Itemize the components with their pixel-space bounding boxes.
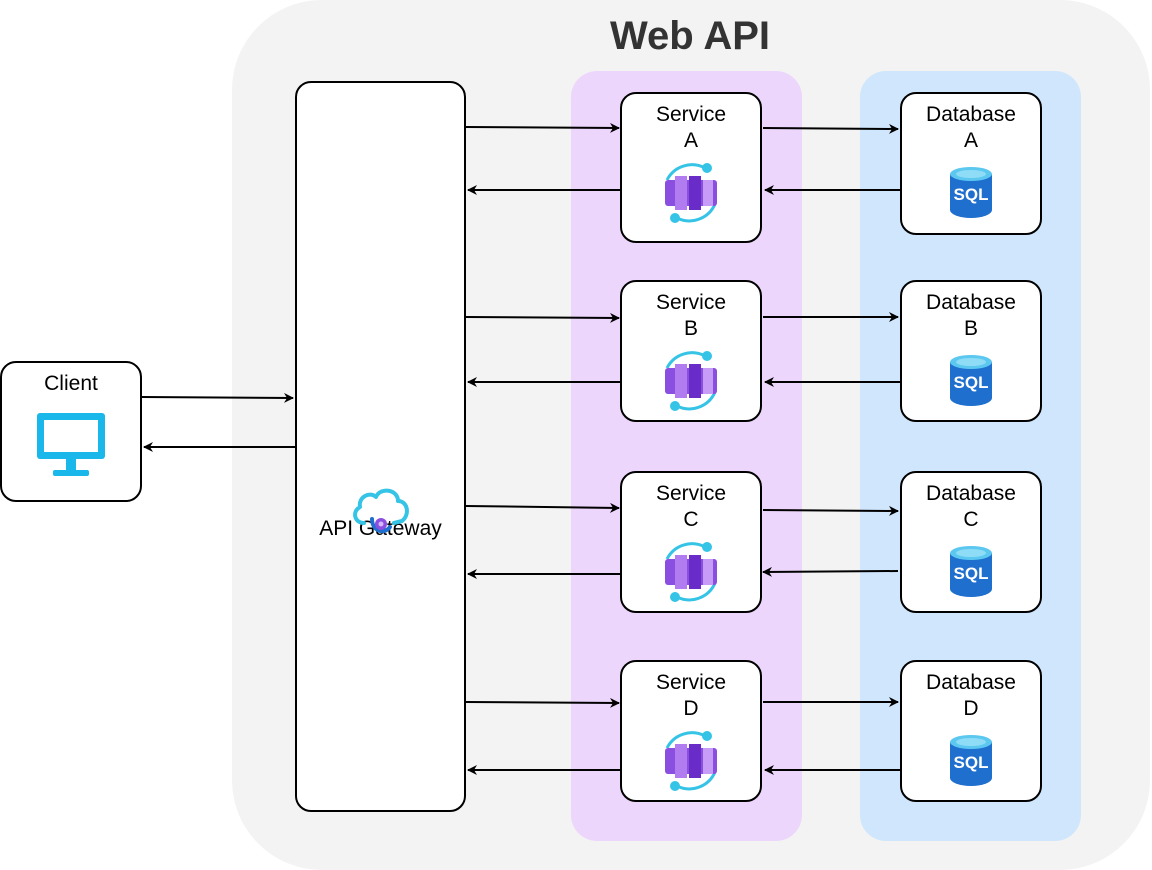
database-b-letter: B	[963, 317, 978, 340]
database-c-letter: C	[963, 508, 979, 531]
client-label: Client	[44, 372, 98, 395]
client-node[interactable]: Client	[0, 361, 142, 502]
arrow-gateway-to-service-c	[465, 502, 620, 513]
container-app-icon	[665, 731, 717, 791]
service-c-label: Service	[655, 482, 727, 505]
database-a-node[interactable]: Database A SQL	[900, 92, 1042, 235]
service-a-node[interactable]: Service A	[620, 92, 762, 243]
container-app-icon	[665, 542, 717, 602]
sql-icon-text: SQL	[953, 753, 989, 772]
database-b-node[interactable]: Database B SQL	[900, 280, 1042, 422]
sql-database-icon: SQL	[948, 166, 994, 218]
container-app-icon	[665, 351, 717, 411]
api-management-cloud-icon	[352, 488, 409, 534]
arrow-client-to-gateway	[141, 392, 294, 403]
web-api-title: Web API	[609, 14, 771, 58]
service-c-node[interactable]: Service C	[620, 471, 762, 613]
service-b-label: Service	[655, 291, 727, 314]
sql-database-icon: SQL	[948, 354, 994, 406]
service-d-node[interactable]: Service D	[620, 660, 762, 802]
sql-icon-text: SQL	[953, 373, 989, 392]
service-b-letter: B	[683, 317, 698, 340]
sql-icon-text: SQL	[953, 564, 989, 583]
database-d-node[interactable]: Database D SQL	[900, 660, 1042, 802]
monitor-icon	[37, 413, 105, 476]
service-d-letter: D	[683, 697, 699, 720]
database-c-node[interactable]: Database C SQL	[900, 471, 1042, 613]
api-gateway-node[interactable]: API Gateway	[295, 81, 466, 812]
container-app-icon	[665, 163, 717, 223]
service-a-letter: A	[683, 129, 698, 152]
sql-database-icon: SQL	[948, 734, 994, 786]
arrow-gateway-to-service-b	[465, 312, 620, 323]
service-d-label: Service	[655, 671, 727, 694]
sql-icon-text: SQL	[953, 185, 989, 204]
database-a-label: Database	[926, 103, 1016, 126]
database-d-letter: D	[963, 697, 979, 720]
arrow-service-a-to-database-a	[762, 123, 899, 134]
arrow-database-c-to-service-c	[762, 566, 899, 577]
arrow-service-c-to-database-c	[762, 505, 899, 516]
service-c-letter: C	[683, 508, 699, 531]
database-a-letter: A	[963, 129, 978, 152]
database-d-label: Database	[926, 671, 1016, 694]
arrow-gateway-to-service-a	[465, 122, 620, 133]
database-b-label: Database	[926, 291, 1016, 314]
sql-database-icon: SQL	[948, 545, 994, 597]
database-c-label: Database	[926, 482, 1016, 505]
service-a-label: Service	[655, 103, 727, 126]
service-b-node[interactable]: Service B	[620, 280, 762, 422]
arrow-gateway-to-service-d	[465, 697, 620, 708]
